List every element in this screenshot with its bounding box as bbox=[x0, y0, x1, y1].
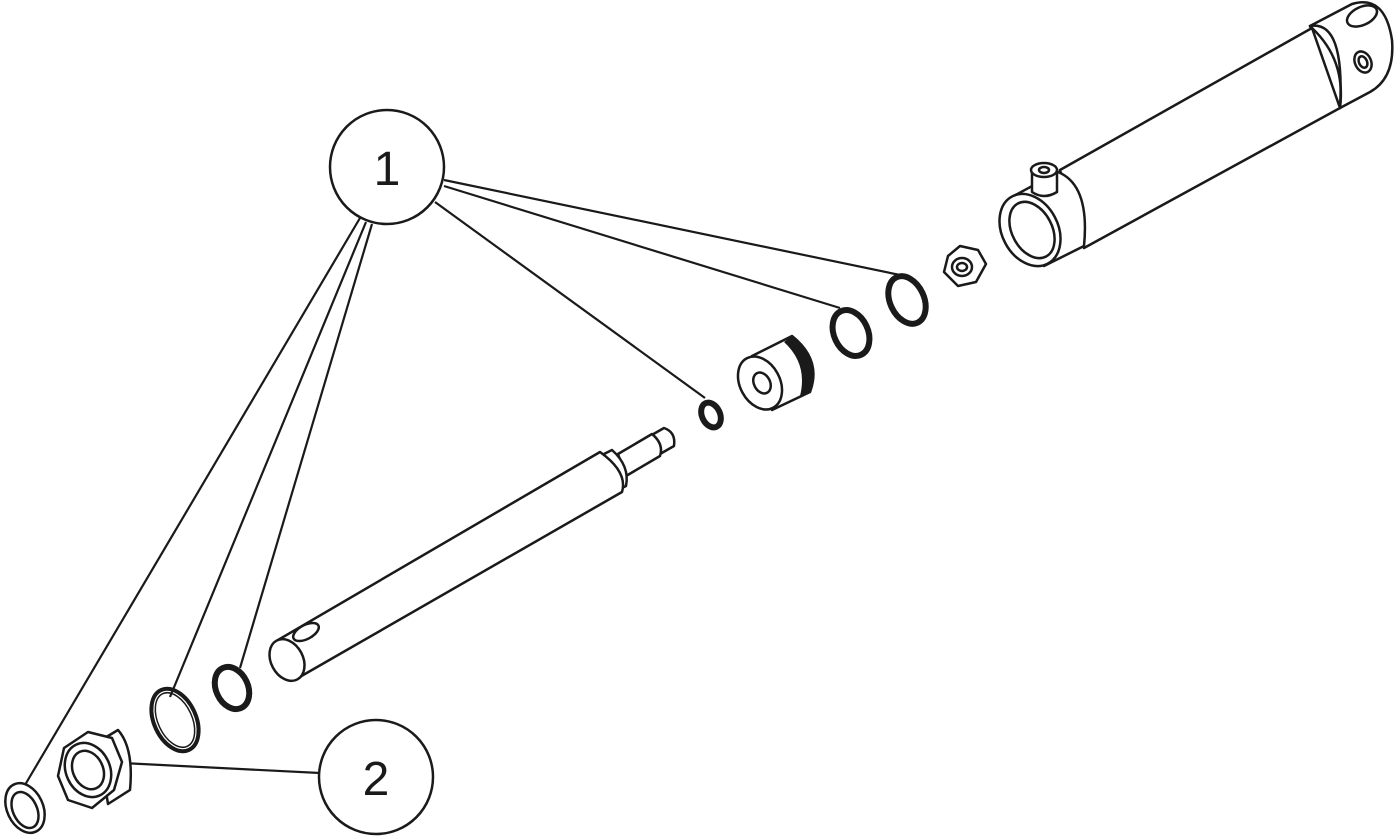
piston bbox=[736, 334, 815, 412]
oring-mid bbox=[149, 686, 201, 754]
leader-1-to-oring-mid bbox=[168, 221, 368, 698]
callout-2-label: 2 bbox=[363, 753, 390, 806]
piston-nut bbox=[942, 244, 988, 288]
leader-1-to-seal-large bbox=[443, 178, 901, 277]
callout-1-label: 1 bbox=[374, 143, 401, 196]
oring-bottom bbox=[4, 781, 46, 835]
seal-small bbox=[698, 399, 724, 431]
callout-2: 2 bbox=[317, 718, 435, 836]
leader-lines bbox=[21, 178, 901, 791]
cylinder-barrel bbox=[998, 1, 1394, 268]
leader-2-to-gland-nut bbox=[121, 761, 321, 775]
piston-rod bbox=[268, 426, 676, 683]
leader-1-to-oring-bottom bbox=[21, 217, 361, 791]
leader-1-to-seal-small bbox=[434, 201, 706, 399]
callout-2-circle bbox=[317, 718, 435, 836]
seal-large bbox=[885, 273, 929, 327]
callout-1-circle bbox=[328, 108, 446, 226]
gland-nut bbox=[56, 728, 133, 810]
leader-1-to-oring-top bbox=[238, 223, 374, 669]
seal-mid bbox=[829, 307, 873, 359]
callout-1: 1 bbox=[328, 108, 446, 226]
oring-top bbox=[211, 663, 253, 713]
leader-1-to-seal-mid bbox=[443, 184, 841, 310]
